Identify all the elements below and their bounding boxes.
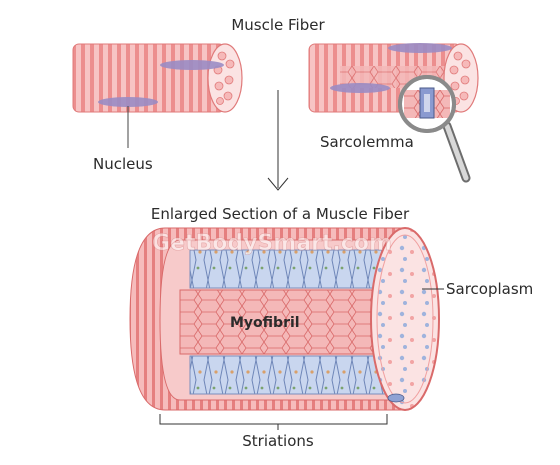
watermark-logo: GetBodySmart.com bbox=[152, 231, 392, 256]
mitochondrion-icon bbox=[387, 393, 405, 403]
arrow-down-icon bbox=[267, 90, 289, 191]
striations-bracket bbox=[159, 414, 388, 430]
sarcoplasm-label: Sarcoplasm bbox=[446, 280, 533, 298]
nucleus-top-right bbox=[388, 43, 452, 53]
myofibril-label: Myofibril bbox=[230, 315, 300, 331]
nucleus-label: Nucleus bbox=[93, 155, 153, 173]
sarcoplasmic-reticulum-bottom bbox=[189, 355, 386, 395]
nucleus-bottom-right bbox=[330, 83, 390, 93]
fiber-end-face bbox=[370, 227, 440, 411]
nucleus-top bbox=[160, 60, 224, 70]
magnifier-icon bbox=[398, 75, 471, 183]
myofibril-bundle bbox=[179, 289, 386, 355]
nucleus-bottom bbox=[98, 97, 158, 107]
section-title: Enlarged Section of a Muscle Fiber bbox=[151, 205, 410, 223]
sarcoplasmic-reticulum-top bbox=[189, 249, 386, 289]
diagram-title: Muscle Fiber bbox=[231, 16, 325, 34]
sarcolemma-label: Sarcolemma bbox=[320, 133, 414, 151]
striations-label: Striations bbox=[242, 432, 314, 450]
muscle-fiber-left bbox=[72, 43, 243, 113]
enlarged-muscle-fiber bbox=[129, 227, 440, 411]
